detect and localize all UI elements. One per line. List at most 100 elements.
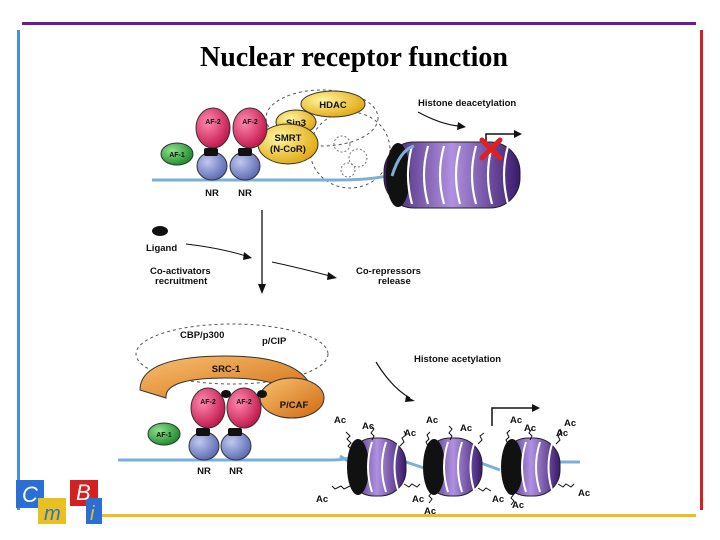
deacetylation-arrowhead [457,122,466,130]
logo-i-square [86,498,102,524]
transcription-start-arrow-blocked [485,133,516,142]
ac-label: Ac [460,423,472,434]
nucleosome-face [386,143,410,207]
ac-label: Ac [524,423,536,434]
ac-label: Ac [512,500,524,511]
pcip-label: p/CIP [262,336,287,347]
pcaf-label: P/CAF [280,400,309,411]
ligand-arrow [185,243,247,257]
dna-wrap [390,144,415,177]
transcription-start-arrow [491,407,534,426]
deacetylation-arrow [417,111,459,127]
nr-dbd-left-bottom [188,431,220,461]
nr-dbd-right-bottom [220,431,252,461]
smrt-label-line2: (N-CoR) [270,144,306,155]
ac-label: Ac [424,506,436,517]
hdac-protein [300,90,366,118]
logo-letter-c: C [22,482,38,507]
af1-label-bottom: AF-1 [156,432,172,439]
logo-letter-b: B [76,480,91,505]
ligand-arrowhead [243,252,252,260]
nr-label-left-bottom: NR [197,466,211,477]
hdac-label: HDAC [319,100,347,111]
nucleosome-2 [423,437,483,497]
slide-title: Nuclear receptor function [200,42,508,73]
nr-dbd-left [196,151,228,181]
af2-label-left-bottom: AF-2 [200,399,216,406]
faint-protein-1 [333,135,351,153]
top-panel-repression: HDAC Sin3 SMRT (N-CoR) AF-2 AF-2 AF-1 NR… [152,89,522,209]
nucleosome-array [383,141,521,209]
corepressor-release-arrowhead [327,272,337,280]
smrt-label-line1: SMRT [275,133,302,144]
ac-label: Ac [426,415,438,426]
logo-letter-m: m [44,503,61,525]
frame-right-border [700,30,703,510]
bottom-panel-activation: CBP/p300 p/CIP SRC-1 P/CAF AF-2 AF-2 AF-… [118,323,590,517]
af2-domain-left-bottom [190,387,226,429]
af2-label-left: AF-2 [205,119,221,126]
af1-domain-bottom [147,422,181,446]
ac-label: Ac [362,421,374,432]
ac-label: Ac [404,428,416,439]
dna-strand-top [152,170,401,182]
corepressor-release-arrow [271,261,331,277]
ac-label: Ac [510,415,522,426]
pcaf-protein [259,377,325,419]
bound-ligand-right [257,390,267,398]
acetyl-labels: Ac Ac Ac Ac Ac Ac Ac Ac Ac Ac Ac Ac Ac A… [316,415,590,517]
transcription-arrowhead [532,404,540,412]
repression-x-icon [479,137,503,161]
af2-domain-right-bottom [226,387,262,429]
logo-letter-i: i [90,503,95,525]
ac-label: Ac [564,418,576,429]
ac-label: Ac [316,494,328,505]
corepressors-label-line1: Co-repressors [356,266,421,277]
ligand-icon [152,226,168,236]
vertical-arrowhead [258,284,266,294]
ac-label: Ac [492,494,504,505]
nucleosome-3 [501,437,561,497]
af2-domain-left [195,107,231,149]
frame-top-border [22,22,696,25]
ac-label: Ac [334,415,346,426]
ac-label: Ac [578,488,590,499]
cbp-p300-label: CBP/p300 [180,330,224,341]
acetylation-arrowhead [405,396,415,402]
hinge-left [204,148,218,156]
hinge-right-bottom [228,428,242,436]
nr-dbd-right [229,151,261,181]
af1-label: AF-1 [169,152,185,159]
ac-label: Ac [556,428,568,439]
src1-label: SRC-1 [212,364,241,375]
logo-m-square [38,498,66,524]
af2-label-right-bottom: AF-2 [236,399,252,406]
af2-domain-right [232,107,268,149]
frame-bottom-border [100,514,696,517]
transition-section: Ligand Co-activators recruitment Co-repr… [146,210,421,294]
corepressors-label-line2: release [378,276,411,287]
faint-protein-3 [340,162,356,178]
sin3-label: Sin3 [286,118,306,129]
cbp-p300-outline [135,323,329,385]
corepressor-complex-outline [265,89,379,147]
ac-label: Ac [412,494,424,505]
histone-deacetylation-label: Histone deacetylation [418,98,516,109]
nucleosome-1 [347,437,407,497]
histone-acetylation-label: Histone acetylation [414,354,501,365]
hinge-right [238,148,252,156]
nr-label-right: NR [238,188,252,199]
acetylation-arrow [375,361,411,399]
nr-label-left: NR [205,188,219,199]
cmbi-logo: C m B i [16,480,102,525]
ligand-label: Ligand [146,243,177,254]
bound-ligand-left [221,390,231,398]
compact-chromatin [383,141,521,209]
coactivators-label-line1: Co-activators [150,266,211,277]
coactivators-label-line2: recruitment [155,276,208,287]
af2-label-right: AF-2 [242,119,258,126]
frame-left-border [17,30,20,510]
af1-domain [160,142,194,166]
faint-protein-2 [348,148,368,168]
